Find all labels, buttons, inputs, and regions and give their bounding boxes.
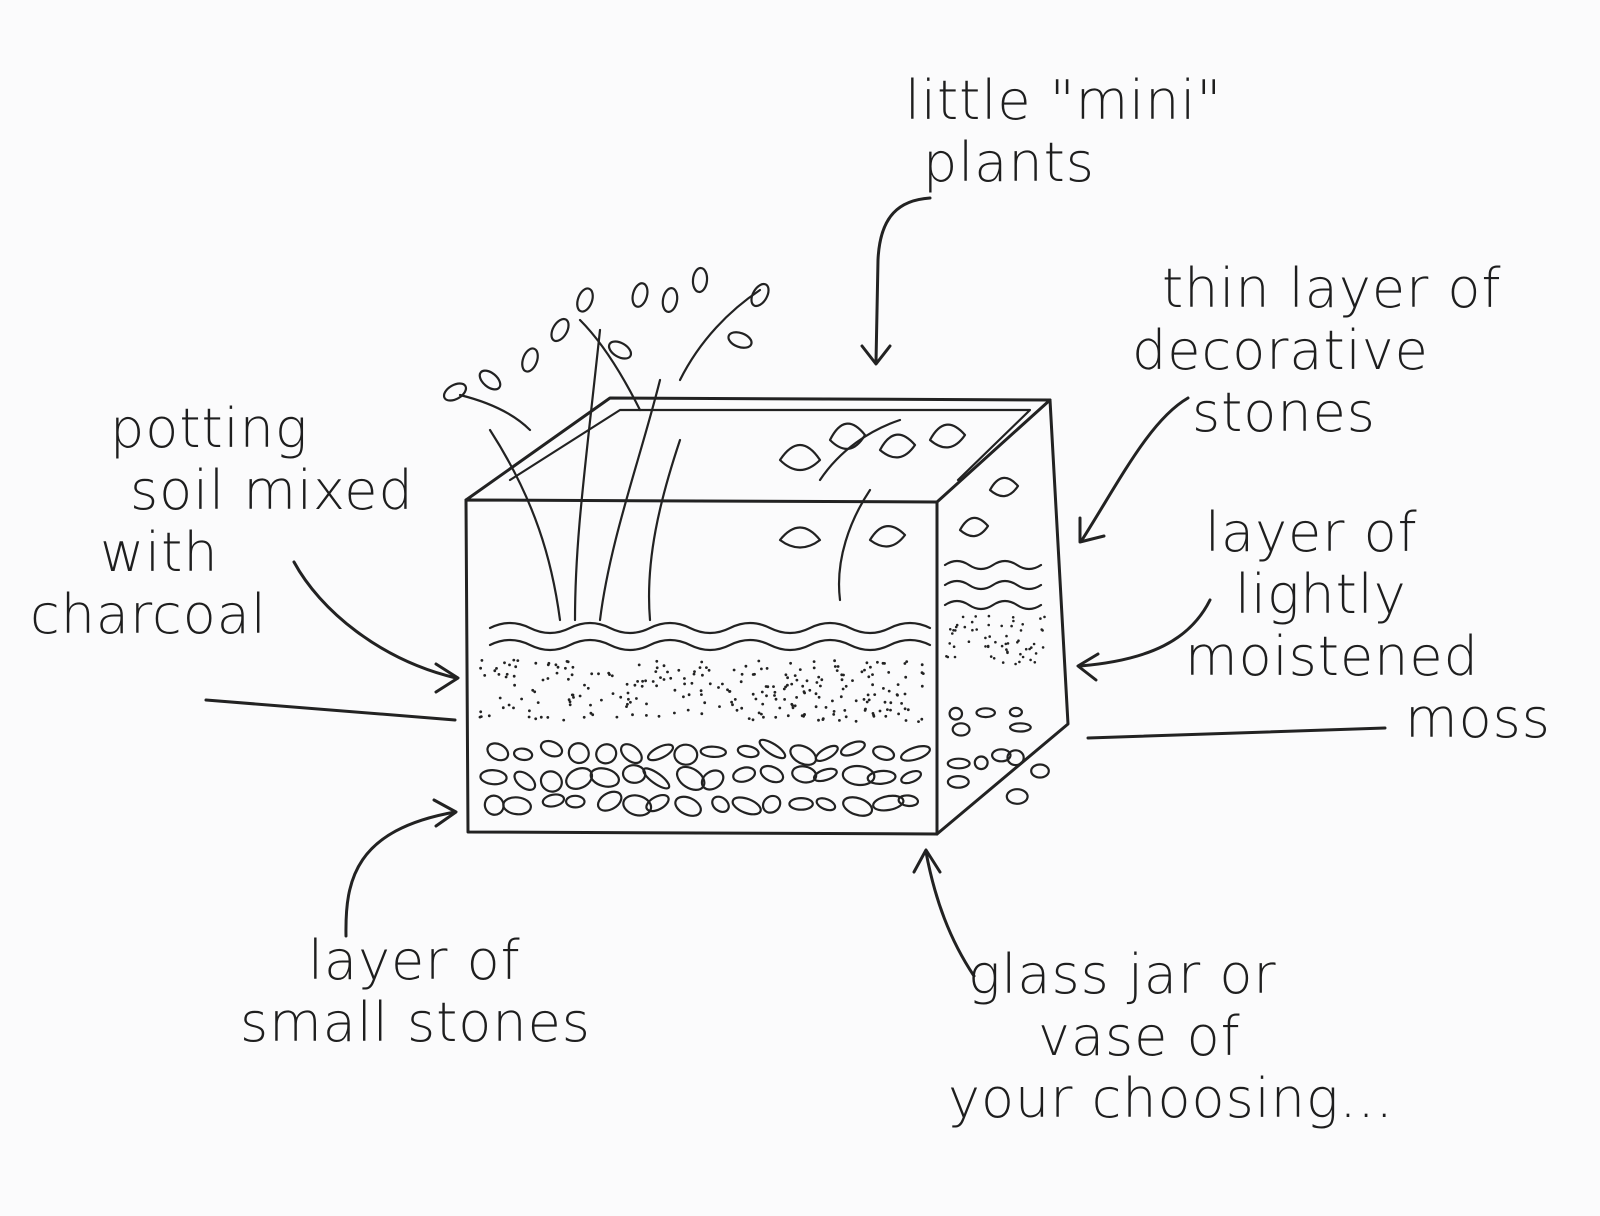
label-decorative-stones: thin layer of decorative stones — [1132, 257, 1502, 444]
moss-layer — [488, 559, 1043, 652]
line-moss — [1086, 726, 1387, 740]
arrow-potting-soil — [292, 560, 458, 680]
arrow-decorative-stones — [1080, 396, 1190, 542]
label-mini-plants: little "mini" plants — [905, 69, 1223, 194]
arrow-mini-plants — [874, 196, 932, 364]
mini-plants — [442, 266, 1020, 622]
arrow-glass-jar — [924, 850, 976, 978]
leader-arrows — [204, 196, 1387, 978]
glass-jar-outline — [464, 396, 1070, 836]
potting-soil-dots — [478, 614, 1046, 723]
label-moss: layer of lightly moistened moss — [1185, 501, 1551, 750]
line-soil — [204, 698, 457, 722]
label-potting-soil: potting soil mixed with charcoal — [30, 397, 414, 646]
arrow-small-stones — [344, 810, 457, 938]
arrow-moss — [1078, 598, 1212, 668]
small-stones — [479, 706, 1050, 817]
label-small-stones: layer of small stones — [240, 929, 591, 1054]
label-glass-jar: glass jar or vase of your choosing... — [948, 943, 1394, 1130]
